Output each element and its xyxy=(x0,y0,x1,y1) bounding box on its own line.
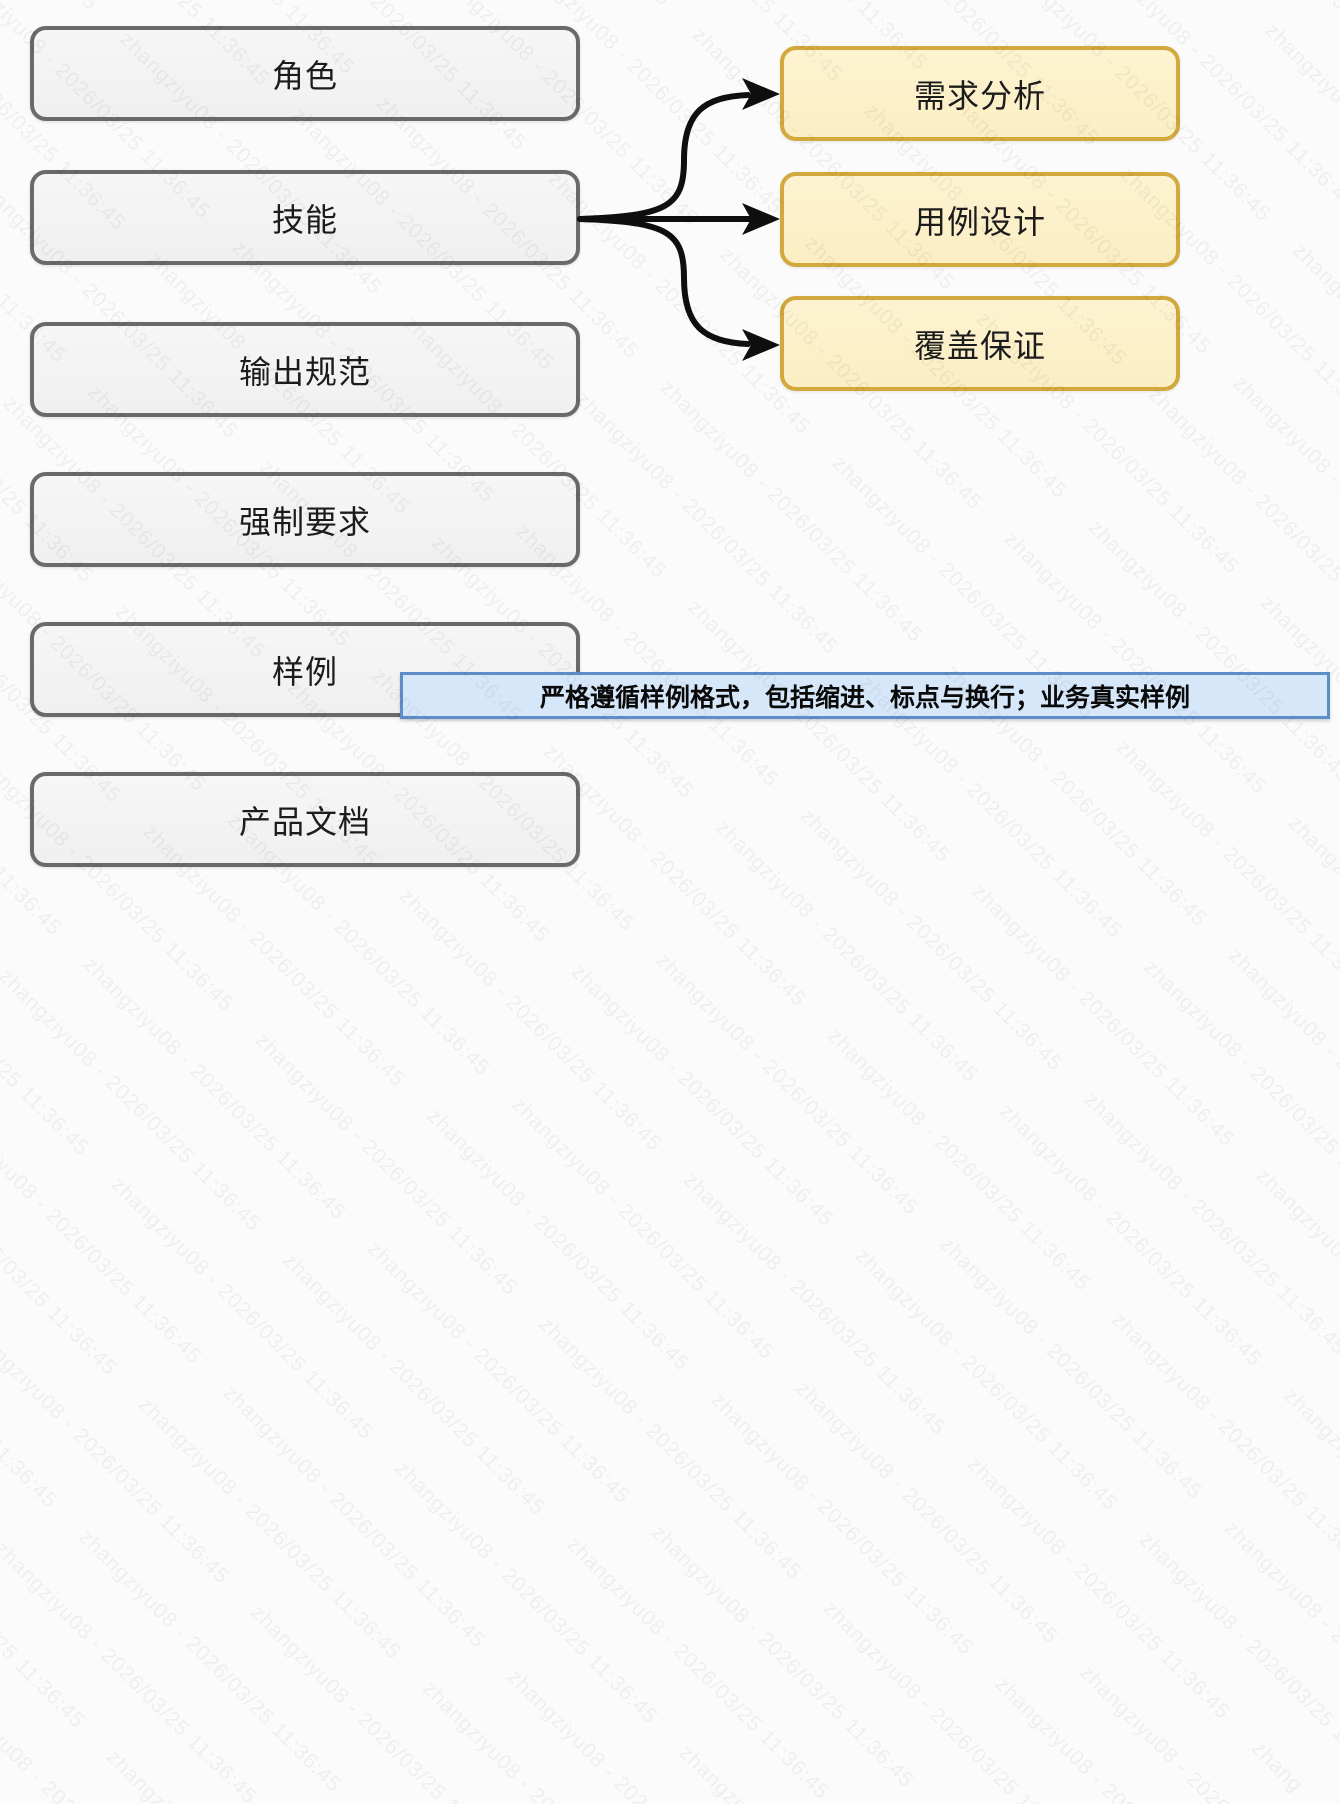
node-mandatory-requirements: 强制要求 xyxy=(30,472,580,567)
edge-skills-to-requirement-analysis xyxy=(577,92,751,222)
arrowhead-requirement-analysis xyxy=(742,78,780,110)
edge-skills-to-coverage-guarantee xyxy=(577,216,751,347)
node-coverage-guarantee-label: 覆盖保证 xyxy=(913,327,1046,364)
node-skills-label: 技能 xyxy=(271,201,338,238)
node-use-case-design: 用例设计 xyxy=(780,172,1180,267)
arrowhead-use-case-design xyxy=(742,203,780,235)
node-requirement-analysis: 需求分析 xyxy=(780,46,1180,141)
node-coverage-guarantee: 覆盖保证 xyxy=(780,296,1180,391)
node-role-label: 角色 xyxy=(271,57,338,94)
node-product-doc-label: 产品文档 xyxy=(238,803,371,840)
node-skills: 技能 xyxy=(30,170,580,265)
node-output-spec: 输出规范 xyxy=(30,322,580,417)
node-examples: 样例 xyxy=(30,622,580,717)
node-use-case-design-label: 用例设计 xyxy=(913,203,1046,240)
node-product-doc: 产品文档 xyxy=(30,772,580,867)
node-output-spec-label: 输出规范 xyxy=(238,353,371,390)
node-role: 角色 xyxy=(30,26,580,121)
annotation-examples-note: 严格遵循样例格式，包括缩进、标点与换行；业务真实样例 xyxy=(400,672,1330,719)
node-examples-label: 样例 xyxy=(271,653,338,690)
node-requirement-analysis-label: 需求分析 xyxy=(913,77,1046,114)
annotation-text: 严格遵循样例格式，包括缩进、标点与换行；业务真实样例 xyxy=(539,683,1190,712)
arrowhead-coverage-guarantee xyxy=(742,329,780,361)
node-mandatory-requirements-label: 强制要求 xyxy=(238,503,371,540)
